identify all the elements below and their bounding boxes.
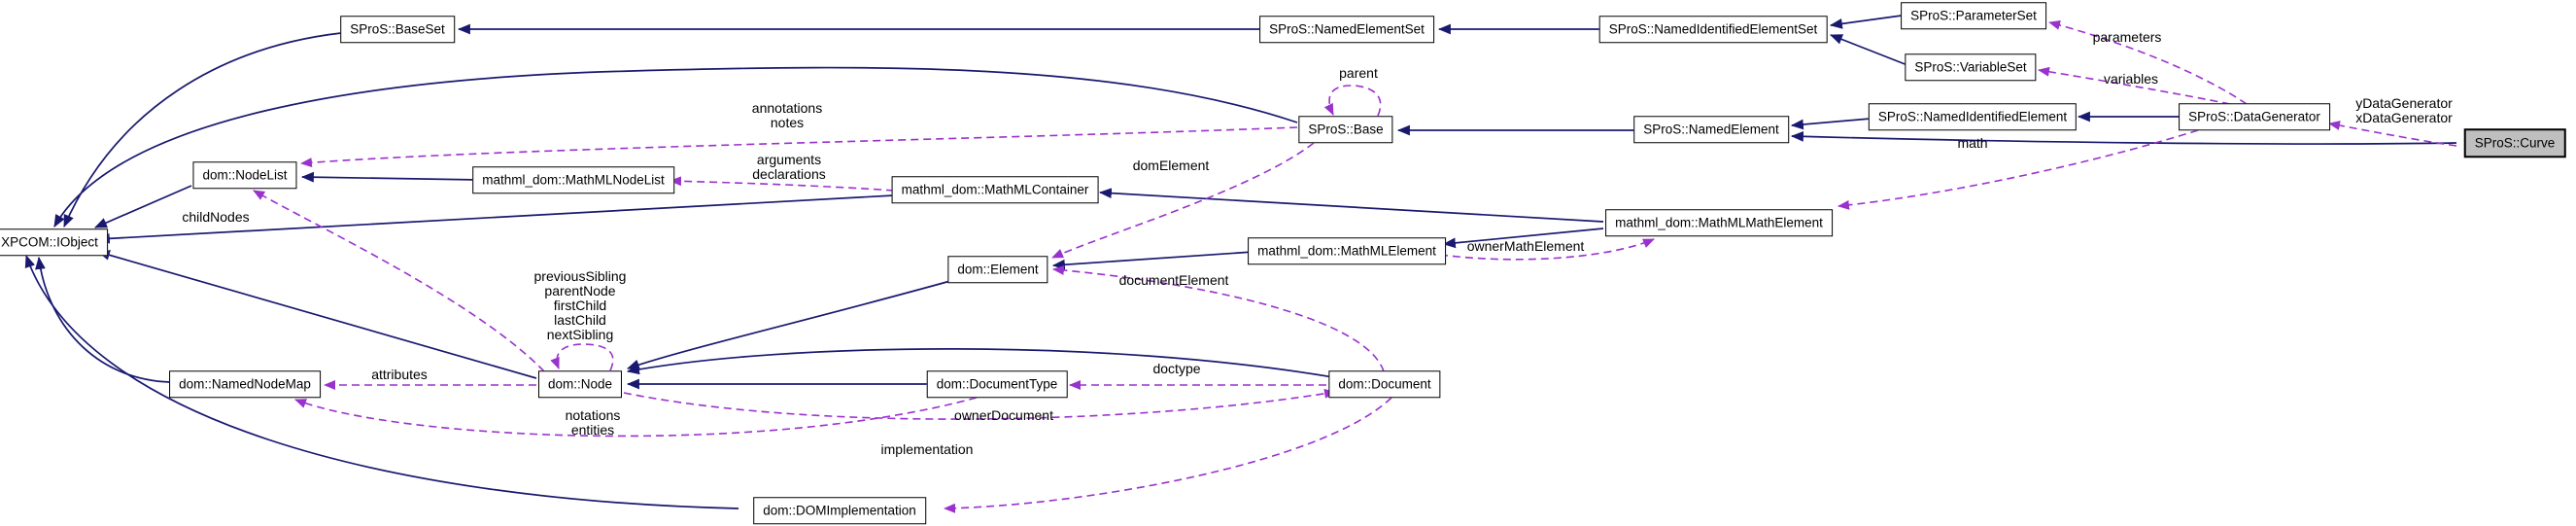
- edge-mathml-dom-mathmlelement-to-mathml-dom-mathmlmathelement: [1439, 238, 1655, 261]
- edge-spros-datagenerator-to-mathml-dom-mathmlmathelement: [1838, 129, 2199, 210]
- edge-label: yDataGenerator xDataGenerator: [2355, 95, 2453, 125]
- edge-dom-node-to-dom-node: [550, 343, 614, 371]
- edge-label: ownerDocument: [954, 407, 1053, 423]
- class-node-spros-namedelementset[interactable]: SProS::NamedElementSet: [1259, 16, 1434, 43]
- edge-dom-domimplementation-to-xpcom-iobject: [24, 254, 739, 509]
- edge-label: previousSibling parentNode firstChild la…: [533, 268, 627, 342]
- edge-spros-base-to-dom-element: [1051, 142, 1315, 259]
- edge-spros-datagenerator-to-spros-variableset: [2038, 66, 2231, 105]
- class-node-spros-baseset[interactable]: SProS::BaseSet: [340, 16, 455, 43]
- class-node-dom-node[interactable]: dom::Node: [537, 370, 623, 398]
- edge-mathml-dom-mathmlcontainer-to-xpcom-iobject: [96, 194, 895, 244]
- class-node-mathml-dom-mathmlelement[interactable]: mathml_dom::MathMLElement: [1248, 237, 1446, 264]
- class-node-mathml-dom-mathmlmathelement[interactable]: mathml_dom::MathMLMathElement: [1605, 209, 1833, 236]
- edge-dom-element-to-dom-node: [626, 280, 951, 370]
- edge-mathml-dom-mathmlmathelement-to-mathml-dom-mathmlcontainer: [1098, 188, 1604, 223]
- class-node-spros-datagenerator[interactable]: SProS::DataGenerator: [2179, 103, 2330, 130]
- edge-label: childNodes: [182, 209, 250, 225]
- edge-spros-base-to-xpcom-iobject: [53, 66, 1298, 228]
- edge-mathml-dom-mathmlelement-to-dom-element: [1051, 251, 1254, 270]
- edge-dom-document-to-dom-domimplementation: [944, 397, 1392, 513]
- edge-spros-datagenerator-to-spros-parameterset: [2048, 20, 2248, 105]
- class-node-spros-namedidentifiedelementset[interactable]: SProS::NamedIdentifiedElementSet: [1598, 16, 1828, 43]
- class-node-dom-element[interactable]: dom::Element: [947, 256, 1048, 283]
- class-node-dom-document[interactable]: dom::Document: [1328, 370, 1441, 398]
- edge-label: annotations notes: [751, 100, 823, 130]
- class-node-dom-namednodemap[interactable]: dom::NamedNodeMap: [169, 370, 321, 398]
- edge-label: variables: [2103, 71, 2159, 87]
- class-node-spros-curve: SProS::Curve: [2463, 128, 2566, 158]
- edge-label: parent: [1339, 65, 1378, 81]
- edge-spros-namedidentifiedelement-to-spros-namedelement: [1790, 118, 1872, 130]
- class-node-spros-variableset[interactable]: SProS::VariableSet: [1905, 53, 2037, 81]
- edge-dom-node-to-dom-document: [623, 388, 1336, 420]
- edge-spros-base-to-dom-nodelist: [300, 126, 1298, 168]
- class-node-dom-nodelist[interactable]: dom::NodeList: [192, 161, 297, 189]
- edge-mathml-dom-mathmlcontainer-to-mathml-dom-mathmlnodelist: [670, 176, 895, 192]
- edge-mathml-dom-mathmlmathelement-to-mathml-dom-mathmlelement: [1442, 228, 1604, 249]
- edge-dom-document-to-dom-element: [1052, 264, 1385, 372]
- class-node-mathml-dom-mathmlnodelist[interactable]: mathml_dom::MathMLNodeList: [472, 166, 674, 193]
- edge-dom-node-to-xpcom-iobject: [96, 250, 537, 379]
- class-node-spros-parameterset[interactable]: SProS::ParameterSet: [1901, 2, 2046, 29]
- edge-label: doctype: [1152, 361, 1201, 376]
- class-node-spros-namedelement[interactable]: SProS::NamedElement: [1633, 116, 1789, 143]
- class-node-dom-domimplementation[interactable]: dom::DOMImplementation: [753, 497, 926, 524]
- edge-spros-curve-to-spros-datagenerator: [2328, 121, 2457, 147]
- edge-dom-namednodemap-to-xpcom-iobject: [35, 256, 171, 383]
- edge-label: notations entities: [565, 407, 621, 438]
- edge-label: ownerMathElement: [1466, 238, 1585, 254]
- edge-label: parameters: [2092, 29, 2162, 45]
- edge-spros-base-to-spros-base: [1323, 85, 1382, 117]
- edge-spros-variableset-to-spros-namedidentifiedelementset: [1829, 34, 1908, 66]
- edge-label: implementation: [880, 441, 974, 457]
- edge-spros-curve-to-spros-namedelement: [1790, 130, 2457, 145]
- class-node-spros-base[interactable]: SProS::Base: [1298, 116, 1393, 143]
- edge-label: domElement: [1132, 158, 1210, 173]
- class-node-dom-documenttype[interactable]: dom::DocumentType: [926, 370, 1068, 398]
- edge-spros-baseset-to-xpcom-iobject: [63, 32, 342, 228]
- edge-label: arguments declarations: [752, 152, 826, 182]
- class-node-xpcom-iobject[interactable]: XPCOM::IObject: [0, 228, 108, 256]
- edge-mathml-dom-mathmlnodelist-to-dom-nodelist: [300, 171, 481, 183]
- edge-label: attributes: [371, 367, 428, 382]
- edge-dom-document-to-dom-node: [626, 348, 1340, 379]
- edge-dom-node-to-dom-nodelist: [253, 190, 545, 372]
- edge-dom-nodelist-to-xpcom-iobject: [94, 185, 192, 228]
- edge-label: documentElement: [1118, 272, 1229, 288]
- class-node-spros-namedidentifiedelement[interactable]: SProS::NamedIdentifiedElement: [1868, 103, 2078, 130]
- class-node-mathml-dom-mathmlcontainer[interactable]: mathml_dom::MathMLContainer: [891, 176, 1099, 203]
- edge-label: math: [1957, 135, 1988, 151]
- edge-spros-parameterset-to-spros-namedidentifiedelementset: [1829, 15, 1903, 29]
- edge-dom-documenttype-to-dom-namednodemap: [294, 397, 978, 438]
